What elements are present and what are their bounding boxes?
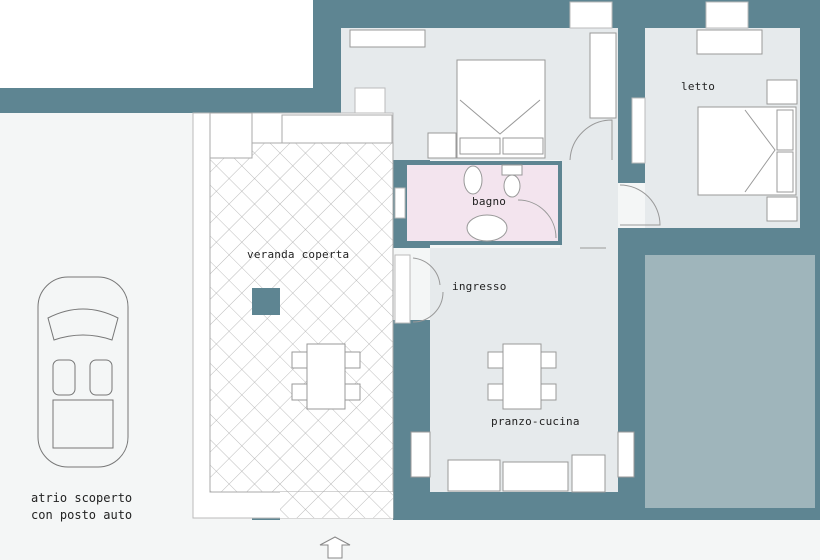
veranda-cabinet xyxy=(209,112,253,159)
veranda-entrance-floor xyxy=(280,492,393,518)
room-label-bagno: bagno xyxy=(472,195,507,208)
outside-area xyxy=(0,0,315,88)
pillar xyxy=(252,288,280,315)
veranda-counter xyxy=(281,114,393,144)
atrio-line-2: con posto auto xyxy=(31,508,133,522)
doors xyxy=(412,119,661,323)
veranda-floor xyxy=(209,142,394,493)
room-label-atrio: atrio scoperto con posto auto xyxy=(31,490,132,524)
hallway xyxy=(560,160,618,248)
kitchen-furniture xyxy=(410,343,635,493)
terrace xyxy=(645,255,815,508)
room-label-letto: letto xyxy=(681,80,716,93)
arrow-up-icon xyxy=(319,536,351,559)
room-label-veranda: veranda coperta xyxy=(247,248,350,261)
room-label-pranzo: pranzo-cucina xyxy=(491,415,580,428)
veranda-table xyxy=(291,343,361,410)
atrio-line-1: atrio scoperto xyxy=(31,491,133,505)
bathroom-fixtures xyxy=(463,164,557,242)
bedroom-1-furniture xyxy=(349,29,617,159)
room-label-ingresso: ingresso xyxy=(452,280,507,293)
car-icon xyxy=(37,276,129,468)
bedroom-letto-furniture xyxy=(696,29,798,222)
windows xyxy=(354,1,749,324)
